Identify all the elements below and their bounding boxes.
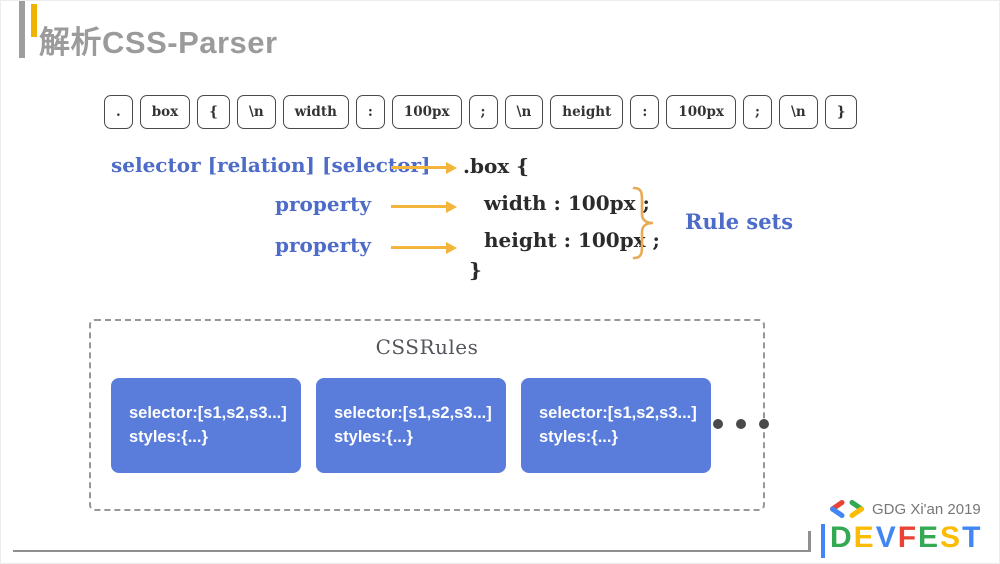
token: } — [824, 95, 858, 129]
devfest-letter: F — [897, 521, 918, 554]
curly-brace-icon — [631, 186, 659, 265]
token: 100px — [391, 95, 462, 129]
token: { — [197, 95, 230, 129]
title-accent-bar-gray — [19, 1, 25, 58]
rule-sets-label: Rule sets — [685, 209, 794, 234]
token: : — [355, 95, 385, 129]
rule-card-styles-line: styles:{...} — [334, 427, 413, 446]
rule-card: selector:[s1,s2,s3...] styles:{...} — [521, 378, 711, 473]
cssrules-container: CSSRules selector:[s1,s2,s3...] styles:{… — [89, 319, 769, 511]
code-closing-brace: } — [469, 258, 482, 282]
token: box — [139, 95, 191, 129]
footer-accent-bar — [821, 524, 825, 558]
gdg-event-label: GDG Xi'an 2019 — [872, 500, 981, 518]
rule-card-styles-line: styles:{...} — [129, 427, 208, 446]
token: ; — [468, 95, 498, 129]
token: ; — [742, 95, 772, 129]
token: height — [550, 95, 624, 129]
footer-divider-tick — [808, 531, 811, 552]
devfest-letter: S — [940, 521, 962, 554]
ellipsis-dots — [713, 419, 769, 429]
ellipsis-dot — [759, 419, 769, 429]
rule-card-selector-line: selector:[s1,s2,s3...] — [129, 404, 287, 423]
footer-divider-line — [13, 550, 810, 552]
ellipsis-dot — [713, 419, 723, 429]
token: \n — [504, 95, 544, 129]
arrow-icon — [391, 161, 457, 174]
code-height-line: height : 100px ; — [484, 228, 660, 252]
code-width-line: width : 100px ; — [484, 191, 650, 215]
rule-card: selector:[s1,s2,s3...] styles:{...} — [111, 378, 301, 473]
gdg-logo-row: GDG Xi'an 2019 — [827, 498, 981, 520]
devfest-letter: D — [830, 521, 853, 554]
rule-card-styles-line: styles:{...} — [539, 427, 618, 446]
arrow-icon — [391, 241, 457, 254]
devfest-letter: V — [875, 521, 897, 554]
ellipsis-dot — [736, 419, 746, 429]
devfest-letter: E — [918, 521, 940, 554]
devfest-letter: E — [853, 521, 875, 554]
map-label-property-2: property — [275, 233, 371, 257]
token: \n — [778, 95, 818, 129]
token: 100px — [666, 95, 736, 129]
code-selector-line: .box { — [463, 154, 530, 178]
cssrules-title: CSSRules — [375, 335, 479, 359]
title-accent-bar-yellow — [31, 4, 37, 37]
rule-card-selector-line: selector:[s1,s2,s3...] — [539, 404, 697, 423]
arrow-icon — [391, 200, 457, 213]
page-title: 解析CSS-Parser — [39, 25, 278, 60]
rule-card-selector-line: selector:[s1,s2,s3...] — [334, 404, 492, 423]
map-label-selector: selector [relation] [selector] — [111, 153, 431, 177]
token: width — [282, 95, 349, 129]
rule-card: selector:[s1,s2,s3...] styles:{...} — [316, 378, 506, 473]
map-label-property-1: property — [275, 192, 371, 216]
token: : — [630, 95, 660, 129]
devfest-letter: T — [962, 521, 982, 554]
token: . — [104, 95, 133, 129]
gdg-chevrons-icon — [830, 500, 864, 518]
token: \n — [236, 95, 276, 129]
